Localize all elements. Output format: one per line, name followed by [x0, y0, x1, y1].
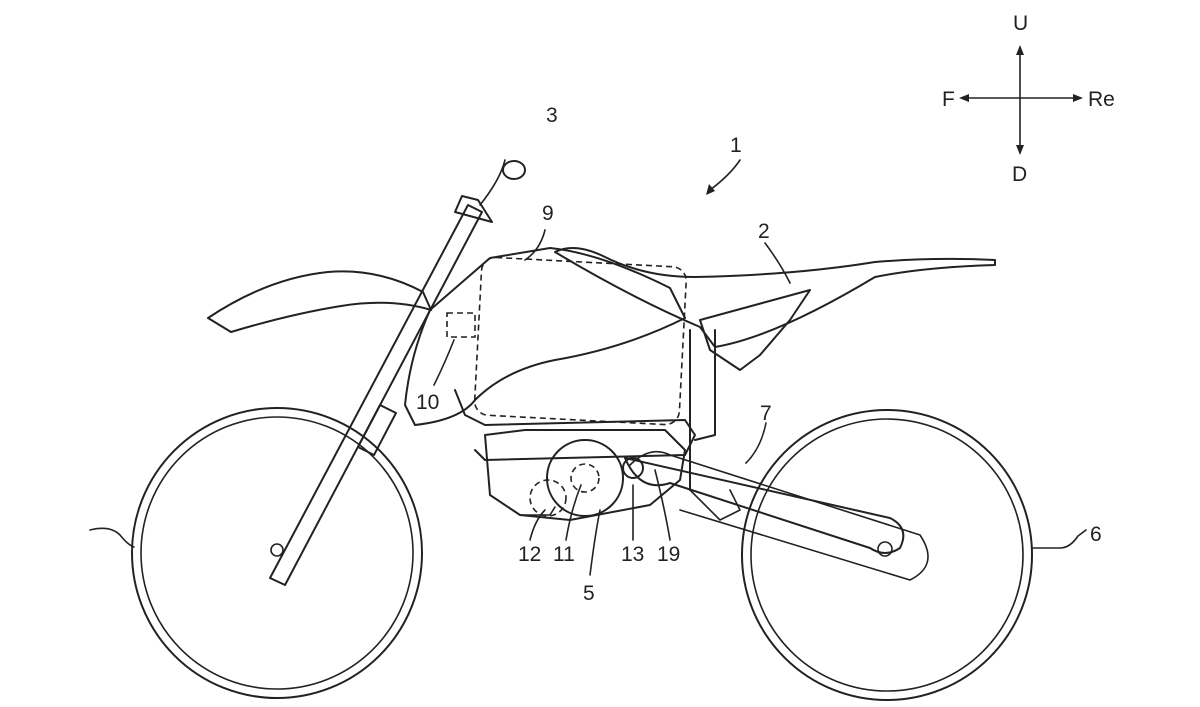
label-3: 3: [546, 104, 558, 127]
label-11: 11: [553, 543, 575, 566]
down-label: D: [1012, 163, 1027, 186]
label-7: 7: [760, 402, 772, 425]
label-13: 13: [621, 543, 644, 566]
label-10: 10: [416, 391, 439, 414]
label-2: 2: [758, 220, 770, 243]
drive-unit: [484, 429, 686, 521]
front-fork: [269, 159, 526, 586]
label-5: 5: [583, 582, 595, 605]
rear-frame: [689, 289, 811, 491]
label-9: 9: [542, 202, 554, 225]
label-19: 19: [657, 543, 680, 566]
front-label: F: [942, 88, 955, 111]
label-6: 6: [1090, 523, 1102, 546]
rear-wheel: [741, 409, 1087, 701]
front-fender: [207, 270, 432, 333]
up-label: U: [1013, 12, 1028, 35]
rear-label: Re: [1088, 88, 1115, 111]
swing-arm: [624, 457, 905, 554]
label-1: 1: [730, 134, 742, 157]
chain: [629, 450, 929, 581]
direction-legend: U D F Re: [942, 12, 1115, 186]
frame-lower: [454, 389, 696, 461]
body-shroud: [404, 247, 686, 426]
controller: [446, 312, 476, 338]
front-wheel: [89, 407, 423, 699]
label-12: 12: [518, 543, 541, 566]
leader-lines: [433, 159, 791, 576]
suspension-link: [689, 489, 741, 521]
seat: [554, 247, 996, 348]
battery: [473, 256, 688, 426]
